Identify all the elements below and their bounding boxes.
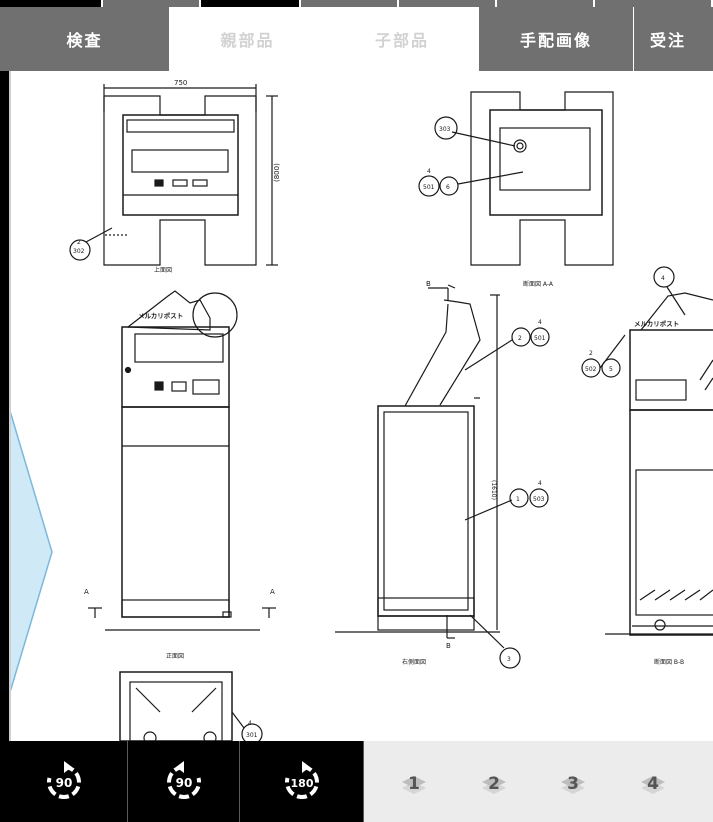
view-label-section-aa: 断面図 A-A (523, 280, 554, 288)
page-number: 3 (567, 774, 579, 794)
page-number: 4 (647, 774, 659, 794)
callout-num: 501 (423, 184, 435, 191)
page-3-button[interactable]: 3 (553, 762, 593, 802)
page-2-button[interactable]: 2 (474, 762, 514, 802)
section-mark: A (84, 588, 89, 596)
rotate-label: 90 (175, 776, 192, 790)
page-selector: 1 2 3 4 (364, 741, 713, 822)
brand-text: メルカリポスト (634, 319, 679, 328)
tab-bar: 検査 親部品 子部品 手配画像 受注 (0, 7, 713, 71)
rotate-90-clockwise-button[interactable]: 90 (0, 741, 128, 822)
page-1-button[interactable]: 1 (394, 762, 434, 802)
brand-text: メルカリポスト (138, 311, 183, 320)
header-strip-seg (595, 0, 713, 7)
callout-num: 2 (518, 335, 522, 342)
callout-num: 4 (538, 480, 542, 487)
view-label-front: 正面図 (166, 653, 184, 660)
callout-num: 2 (77, 239, 81, 246)
tab-order[interactable]: 受注 (634, 7, 713, 71)
rotate-label: 180 (290, 777, 313, 790)
callout-num: 303 (439, 126, 451, 133)
drawing-viewer[interactable]: 750 (800) 2 302 上面図 303 4 501 6 断面図 A-A … (0, 71, 713, 741)
dim-depth: (800) (273, 163, 281, 182)
callout-num: 2 (589, 350, 593, 357)
callout-num: 3 (507, 656, 511, 663)
view-label-section-bb: 断面図 B-B (654, 658, 684, 666)
view-label-right: 右側面図 (402, 658, 426, 666)
callout-num: 4 (661, 275, 665, 282)
tab-arrangement-image[interactable]: 手配画像 (479, 7, 634, 71)
header-strip-seg (497, 0, 595, 7)
header-strip (0, 0, 713, 7)
tab-child-parts[interactable]: 子部品 (325, 7, 479, 71)
section-mark: A (270, 588, 275, 596)
page-layers-icon: 2 (481, 774, 506, 794)
bottom-toolbar: 90 90 180 1 2 (0, 741, 713, 822)
callout-num: 1 (516, 496, 520, 503)
header-strip-seg (103, 0, 201, 7)
header-strip-seg (0, 0, 103, 7)
tab-label: 受注 (650, 31, 687, 50)
page-layers-icon: 1 (401, 774, 426, 794)
callout-num: 501 (534, 335, 546, 342)
rotate-clockwise-icon: 90 (46, 760, 81, 799)
section-mark: B (446, 642, 451, 650)
callout-num: 301 (246, 732, 258, 739)
view-label-top: 上面図 (154, 266, 172, 274)
tab-label: 子部品 (374, 31, 429, 50)
page-layers-icon: 3 (561, 774, 586, 794)
callout-num: 5 (609, 366, 613, 373)
header-strip-seg (201, 0, 301, 7)
tab-parent-parts[interactable]: 親部品 (170, 7, 325, 71)
callout-num: 503 (533, 496, 545, 503)
tab-label: 検査 (66, 31, 103, 50)
technical-drawing: 750 (800) 2 302 上面図 303 4 501 6 断面図 A-A … (69, 79, 713, 741)
callout-num: 302 (73, 248, 85, 255)
tab-inspection[interactable]: 検査 (0, 7, 170, 71)
callout-num: 6 (446, 184, 450, 191)
page-number: 2 (488, 774, 500, 794)
callout-num: 4 (248, 720, 252, 727)
page-number: 1 (408, 774, 420, 794)
section-mark: B (426, 280, 431, 288)
header-strip-seg (399, 0, 497, 7)
page-4-button[interactable]: 4 (633, 762, 673, 802)
rotate-90-counterclockwise-button[interactable]: 90 (128, 741, 240, 822)
page-layers-icon: 4 (641, 774, 666, 794)
tab-label: 手配画像 (519, 31, 592, 50)
rotate-counterclockwise-icon: 90 (166, 760, 201, 799)
viewer-left-frame (0, 71, 10, 741)
tab-label: 親部品 (220, 31, 275, 50)
dim-width: 750 (174, 79, 187, 87)
dim-height: (1610) (490, 480, 497, 500)
callout-num: 4 (427, 168, 431, 175)
rotate-180-button[interactable]: 180 (240, 741, 364, 822)
callout-num: 4 (538, 319, 542, 326)
viewer-left-frame-edge (9, 71, 11, 741)
callout-num: 502 (585, 366, 597, 373)
rotate-label: 90 (55, 776, 72, 790)
header-strip-seg (301, 0, 399, 7)
rotate-180-icon: 180 (284, 760, 319, 799)
